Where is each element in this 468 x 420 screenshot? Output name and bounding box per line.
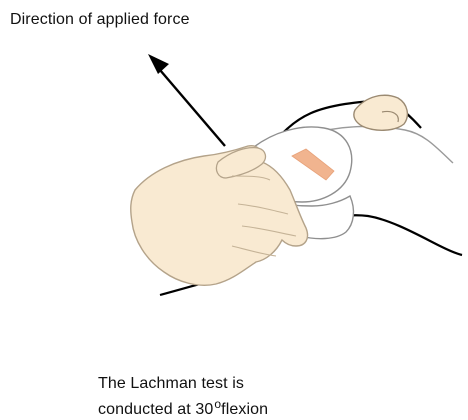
caption-line-2: conducted at 30oflexion [98,394,268,420]
acl-ligament [291,148,335,181]
force-arrow [148,54,226,147]
hand-palm [130,145,309,286]
figure-caption: The Lachman test is conducted at 30oflex… [98,373,268,420]
force-arrow-head [148,54,169,74]
caption-line-2-suffix: flexion [221,401,269,418]
finger-line-4 [231,245,277,257]
finger-line-1 [231,175,271,181]
degree-symbol: o [214,397,222,411]
force-arrow-shaft [159,69,226,147]
force-direction-label: Direction of applied force [10,11,190,28]
finger-line-2 [237,203,289,215]
patella-fold [381,110,399,123]
thigh-lower-outline [317,125,454,164]
finger-line-3 [241,225,297,237]
caption-line-1: The Lachman test is [98,375,244,392]
patella [353,94,409,131]
thumb [215,146,267,179]
caption-line-2-prefix: conducted at 30 [98,401,214,418]
examiner-hand [130,145,309,286]
